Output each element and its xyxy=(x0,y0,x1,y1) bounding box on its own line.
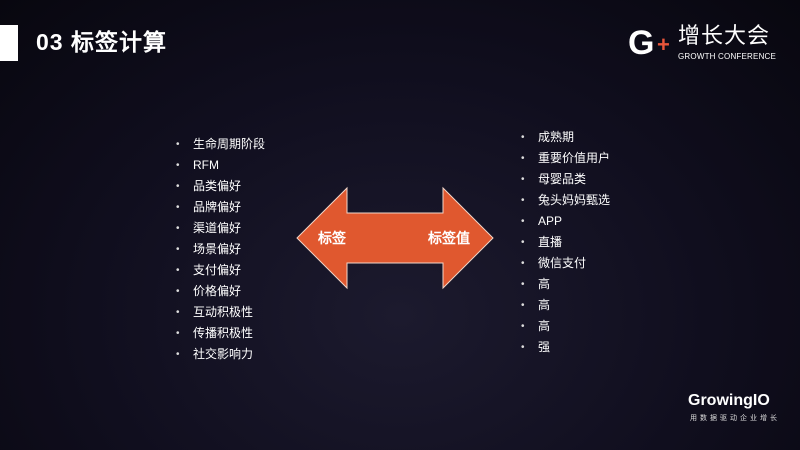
arrow-label-tag: 标签 xyxy=(318,230,346,246)
tag-list-item: 社交影响力 xyxy=(176,344,265,365)
logo-mark: G xyxy=(628,24,655,62)
tag-value-list-item: 兔头妈妈甄选 xyxy=(521,190,610,211)
growingio-brand: GrowingIO xyxy=(688,392,770,409)
growth-conference-logo: G+ 增长大会 GROWTH CONFERENCE xyxy=(628,24,794,64)
tag-list-item: 传播积极性 xyxy=(176,323,265,344)
tag-value-list-item: 成熟期 xyxy=(521,127,610,148)
tag-list-item: 支付偏好 xyxy=(176,260,265,281)
tag-value-list-item: 高 xyxy=(521,274,610,295)
tag-value-list-item: 母婴品类 xyxy=(521,169,610,190)
tag-list-item: 品牌偏好 xyxy=(176,197,265,218)
tag-value-list-item: 重要价值用户 xyxy=(521,148,610,169)
tag-list-item: 互动积极性 xyxy=(176,302,265,323)
tag-list-item: 渠道偏好 xyxy=(176,218,265,239)
double-arrow-shape xyxy=(296,186,494,290)
tag-value-list-item: APP xyxy=(521,211,610,232)
title-accent-bar xyxy=(0,25,18,61)
tag-value-list-item: 微信支付 xyxy=(521,253,610,274)
tag-value-list-item: 高 xyxy=(521,316,610,337)
tag-list: 生命周期阶段RFM品类偏好品牌偏好渠道偏好场景偏好支付偏好价格偏好互动积极性传播… xyxy=(176,134,265,365)
tag-list-item: 品类偏好 xyxy=(176,176,265,197)
logo-name-cn: 增长大会 xyxy=(678,23,771,48)
arrow-label-tag-value: 标签值 xyxy=(428,230,470,246)
tag-list-item: 场景偏好 xyxy=(176,239,265,260)
tag-value-list-item: 强 xyxy=(521,337,610,358)
logo-name-en: GROWTH CONFERENCE xyxy=(678,52,777,61)
logo-plus-icon: + xyxy=(657,32,670,57)
tag-value-list: 成熟期重要价值用户母婴品类兔头妈妈甄选APP直播微信支付高高高强 xyxy=(521,127,610,358)
growingio-slogan: 用数据驱动企业增长 xyxy=(690,415,780,422)
tag-list-item: 价格偏好 xyxy=(176,281,265,302)
tag-value-list-item: 高 xyxy=(521,295,610,316)
tag-value-list-item: 直播 xyxy=(521,232,610,253)
tag-list-item: RFM xyxy=(176,155,265,176)
slide-title: 03 标签计算 xyxy=(36,29,167,55)
tag-list-item: 生命周期阶段 xyxy=(176,134,265,155)
